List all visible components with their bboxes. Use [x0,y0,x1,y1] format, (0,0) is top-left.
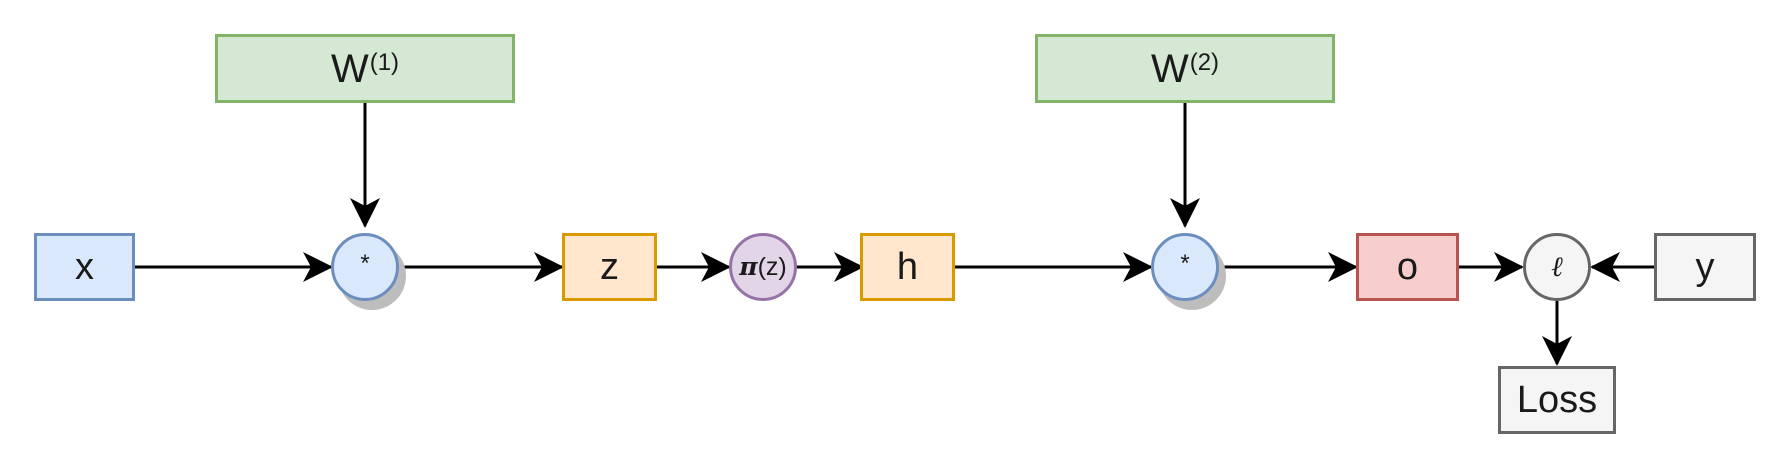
arrowhead-loss-fn-right [1590,252,1620,282]
arrowhead-o-left [1328,252,1358,282]
arrowhead-mult2-top [1170,198,1200,228]
output-node-o-label: o [1396,246,1419,288]
multiply-node-2-label: * [1180,250,1190,277]
arrowhead-h-left [834,252,864,282]
input-node-x-label: x [75,246,94,288]
weight-node-w2-superscript: (2) [1189,48,1220,76]
loss-node: Loss [1498,366,1616,434]
hidden-node-h: h [860,233,955,301]
weight-node-w2-base: W [1150,46,1189,91]
target-node-y: y [1654,233,1756,301]
activation-node-pi-label: π(z) [739,254,786,280]
activation-node-pi-arg: (z) [757,253,787,281]
weight-node-w2-label: W(2) [1151,49,1219,89]
multiply-node-1-label: * [360,250,370,277]
weight-node-w1-base: W [330,46,369,91]
activation-node-pi-symbol: π [739,252,758,281]
target-node-y-label: y [1695,246,1715,288]
multiply-node-2: * [1151,233,1219,301]
arrowhead-pi-left [701,252,731,282]
input-node-x: x [34,233,135,301]
pre-activation-node-z: z [562,233,657,301]
multiply-node-1: * [331,233,399,301]
arrowhead-loss-fn-left [1494,252,1524,282]
arrowhead-mult1-top [350,198,380,228]
arrowhead-mult2-left [1123,252,1153,282]
weight-node-w1-superscript: (1) [369,48,400,76]
pre-activation-node-z-label: z [600,246,619,288]
activation-node-pi: π(z) [729,233,797,301]
weight-node-w1-label: W(1) [331,49,399,89]
weight-node-w2: W(2) [1035,34,1335,103]
loss-node-label: Loss [1516,379,1598,421]
output-node-o: o [1356,233,1459,301]
hidden-node-h-label: h [896,246,919,288]
arrowhead-mult1-left [303,252,333,282]
loss-function-node-label: ℓ [1551,250,1563,283]
loss-function-node: ℓ [1523,233,1591,301]
arrowhead-loss-top [1542,336,1572,366]
arrowhead-z-left [534,252,564,282]
weight-node-w1: W(1) [215,34,515,103]
